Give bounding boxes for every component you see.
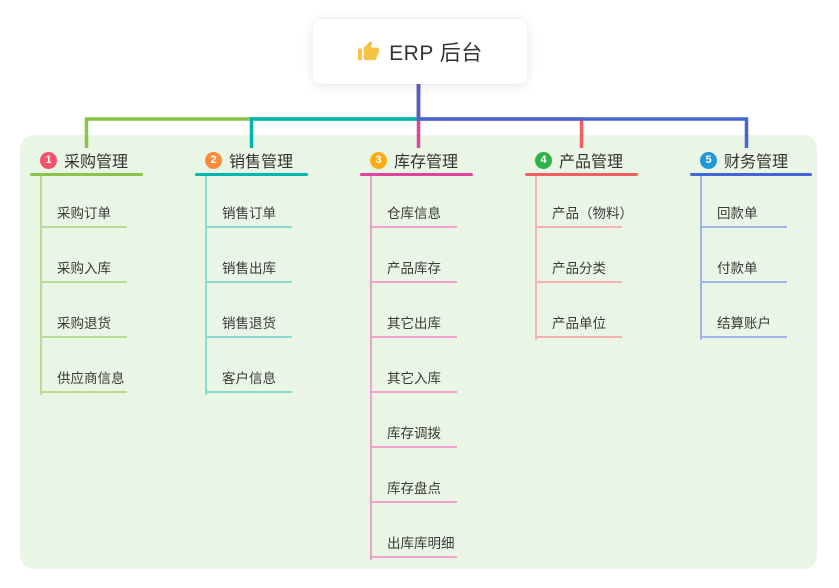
child-node[interactable]: 供应商信息	[40, 367, 127, 393]
branch-number: 5	[705, 153, 712, 166]
child-underline	[535, 281, 622, 283]
child-underline	[40, 336, 127, 338]
branch-number-badge: 1	[40, 151, 57, 169]
child-node-label: 采购订单	[57, 206, 111, 221]
thumbs-up-icon	[358, 40, 380, 61]
child-node-label: 其它入库	[387, 371, 441, 386]
child-node-label: 销售退货	[222, 316, 276, 331]
child-node[interactable]: 产品库存	[370, 257, 457, 283]
child-node-label: 销售出库	[222, 261, 276, 276]
branch-title-label: 产品管理	[559, 154, 624, 171]
child-node-label: 产品（物料）	[552, 206, 633, 221]
child-underline	[370, 446, 457, 448]
branch-number-badge: 2	[205, 151, 222, 169]
child-node[interactable]: 客户信息	[205, 367, 292, 393]
branch-title-label: 销售管理	[229, 154, 294, 171]
child-node[interactable]: 回款单	[700, 202, 787, 228]
child-node[interactable]: 产品（物料）	[535, 202, 633, 228]
child-node-label: 付款单	[717, 261, 758, 276]
branch-spine-line	[700, 176, 702, 340]
child-underline	[370, 281, 457, 283]
child-node[interactable]: 产品分类	[535, 257, 622, 283]
child-underline	[370, 391, 457, 393]
branch-title-label: 财务管理	[724, 154, 789, 171]
child-node-label: 库存调拨	[387, 426, 441, 441]
branch-title-underline	[360, 173, 473, 176]
child-node[interactable]: 采购订单	[40, 202, 127, 228]
child-node-label: 供应商信息	[57, 371, 125, 386]
child-node[interactable]: 出库库明细	[370, 532, 457, 558]
child-node[interactable]: 销售退货	[205, 312, 292, 338]
child-underline	[370, 226, 457, 228]
child-underline	[205, 336, 292, 338]
branch-title-underline	[690, 173, 812, 176]
branch-title[interactable]: 5 财务管理	[700, 149, 788, 171]
child-node-label: 产品库存	[387, 261, 441, 276]
child-node-label: 其它出库	[387, 316, 441, 331]
child-node-label: 采购退货	[57, 316, 111, 331]
branch-number: 3	[375, 153, 382, 166]
branch-title[interactable]: 2 销售管理	[205, 149, 293, 171]
child-underline	[700, 336, 787, 338]
child-node[interactable]: 采购入库	[40, 257, 127, 283]
child-node[interactable]: 销售出库	[205, 257, 292, 283]
child-underline	[700, 226, 787, 228]
child-underline	[205, 391, 292, 393]
root-node[interactable]: ERP 后台	[313, 19, 527, 84]
child-underline	[370, 501, 457, 503]
branch-spine-line	[205, 176, 207, 395]
child-underline	[370, 336, 457, 338]
child-node[interactable]: 库存调拨	[370, 422, 457, 448]
child-node-label: 回款单	[717, 206, 758, 221]
child-node-label: 结算账户	[717, 316, 771, 331]
child-node[interactable]: 结算账户	[700, 312, 787, 338]
branch-spine-line	[370, 176, 372, 560]
branch-spine-line	[40, 176, 42, 395]
branch-title-underline	[195, 173, 308, 176]
branch-title[interactable]: 3 库存管理	[370, 149, 458, 171]
root-title: ERP 后台	[389, 41, 483, 65]
child-node[interactable]: 库存盘点	[370, 477, 457, 503]
child-underline	[205, 281, 292, 283]
branch-number: 2	[210, 153, 217, 166]
child-node[interactable]: 其它出库	[370, 312, 457, 338]
child-underline	[40, 226, 127, 228]
branch-title[interactable]: 1 采购管理	[40, 149, 128, 171]
branch-number-badge: 3	[370, 151, 387, 169]
child-node-label: 库存盘点	[387, 481, 441, 496]
child-underline	[205, 226, 292, 228]
branch-title-underline	[30, 173, 143, 176]
child-node-label: 销售订单	[222, 206, 276, 221]
child-node-label: 采购入库	[57, 261, 111, 276]
child-node-label: 客户信息	[222, 371, 276, 386]
child-node-label: 产品分类	[552, 261, 606, 276]
child-node-label: 产品单位	[552, 316, 606, 331]
child-node[interactable]: 销售订单	[205, 202, 292, 228]
child-node-label: 仓库信息	[387, 206, 441, 221]
branch-title[interactable]: 4 产品管理	[535, 149, 623, 171]
child-underline	[700, 281, 787, 283]
branches-panel	[20, 135, 817, 569]
branch-spine-line	[535, 176, 537, 340]
child-underline	[40, 391, 127, 393]
child-underline	[535, 226, 622, 228]
child-node[interactable]: 采购退货	[40, 312, 127, 338]
child-underline	[370, 556, 457, 558]
child-underline	[535, 336, 622, 338]
child-node-label: 出库库明细	[387, 536, 455, 551]
branch-title-underline	[525, 173, 638, 176]
child-node[interactable]: 其它入库	[370, 367, 457, 393]
child-node[interactable]: 产品单位	[535, 312, 622, 338]
branch-title-label: 采购管理	[64, 154, 129, 171]
child-node[interactable]: 仓库信息	[370, 202, 457, 228]
child-node[interactable]: 付款单	[700, 257, 787, 283]
child-underline	[40, 281, 127, 283]
branch-title-label: 库存管理	[394, 154, 459, 171]
branch-number-badge: 5	[700, 151, 717, 169]
branch-number: 1	[45, 153, 52, 166]
branch-number: 4	[540, 153, 547, 166]
branch-number-badge: 4	[535, 151, 552, 169]
